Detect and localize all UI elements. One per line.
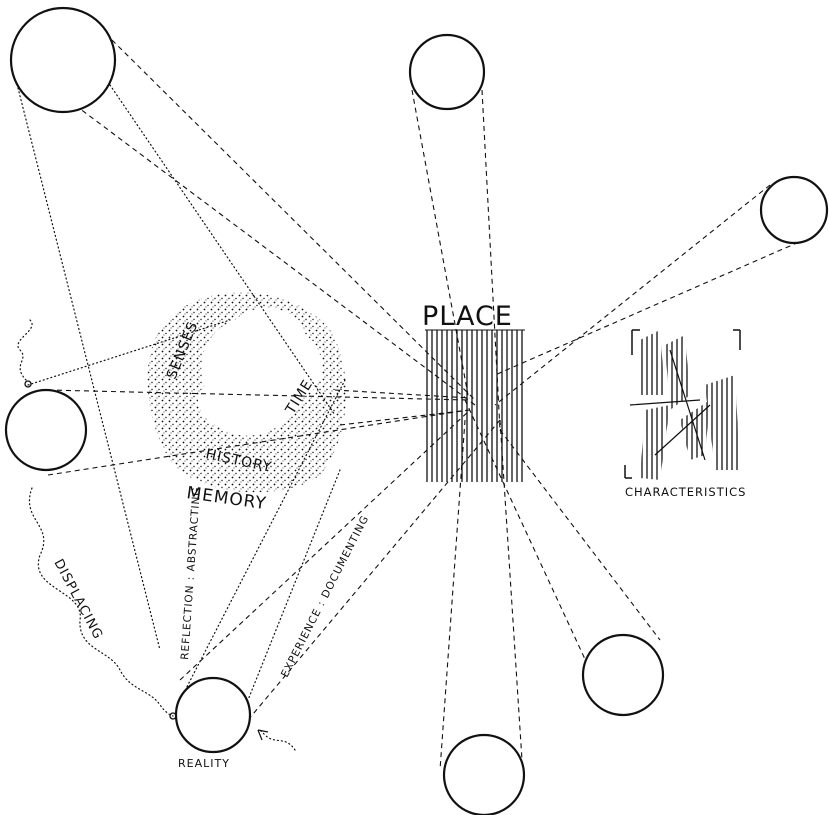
circle-bottom xyxy=(442,733,526,815)
circle-left xyxy=(4,388,88,472)
reflection-abstracting-label: REFLECTION : ABSTRACTING xyxy=(179,486,203,660)
circle-bottom-right xyxy=(581,633,665,717)
place-block xyxy=(425,329,525,482)
circle-reality xyxy=(174,676,252,754)
circle-top-left xyxy=(9,6,117,114)
dashed-connections xyxy=(47,39,816,771)
place-label: PLACE xyxy=(422,301,513,332)
memory-cloud xyxy=(147,292,347,493)
experience-documenting-label: EXPERIENCE : DOCUMENTING xyxy=(279,513,372,679)
node-circles xyxy=(4,6,829,815)
circle-right xyxy=(759,175,829,245)
characteristics-label: CHARACTERISTICS xyxy=(625,485,746,499)
displacing-label: DISPLACING xyxy=(50,557,105,643)
circle-top-center xyxy=(408,33,486,111)
characteristics-symbol xyxy=(624,329,741,480)
reality-label: REALITY xyxy=(178,757,230,770)
displacing-squiggle xyxy=(17,319,296,751)
